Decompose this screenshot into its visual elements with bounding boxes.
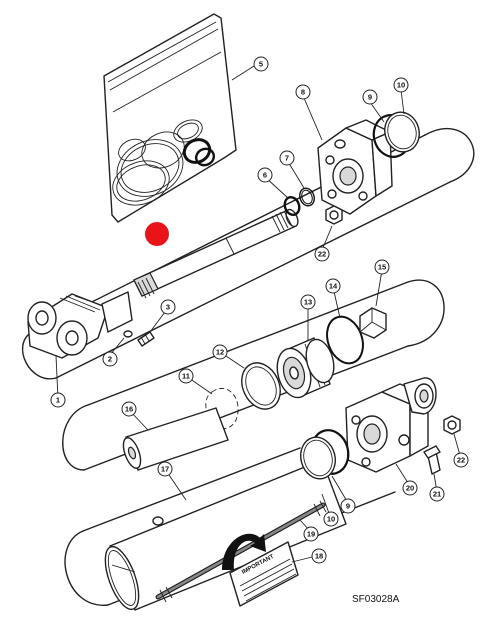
callout-label-21: 21 [433,490,441,499]
callout-label-16: 16 [125,405,133,414]
callout-label-9-lower: 9 [346,502,350,511]
callout-label-14: 14 [329,282,338,291]
callout-label-10-lower: 10 [327,515,335,524]
callout-10-upper: 10 [393,77,409,93]
locknut-upper [325,205,343,225]
callout-22-lower: 22 [453,452,469,468]
locknut-lower [443,415,461,435]
cylinder-barrel [104,459,347,611]
bolt [423,445,441,475]
set-screw [137,331,155,347]
callout-1: 1 [50,392,66,408]
callout-9-lower: 9 [340,498,356,514]
seal-kit-bag [103,13,237,223]
callout-label-11: 11 [182,372,190,381]
callout-13: 13 [300,294,316,310]
rod-wiper-seal [283,196,301,216]
callout-12: 12 [212,344,228,360]
callout-label-20: 20 [406,484,414,493]
callout-label-5: 5 [259,60,263,69]
callout-3: 3 [160,299,176,315]
callout-label-8: 8 [301,88,305,97]
rod-clevis [27,291,133,359]
callout-19: 19 [303,526,319,542]
callout-label-9-upper: 9 [368,93,372,102]
rod-seal [299,187,315,207]
callout-22-upper: 22 [314,246,330,262]
callout-label-18: 18 [315,552,323,561]
callout-5: 5 [253,56,269,72]
callout-7: 7 [279,150,295,166]
callout-label-7: 7 [285,154,289,163]
callout-10-lower: 10 [323,511,339,527]
piston-nut [359,307,387,339]
callout-label-1: 1 [56,396,60,405]
figure-code: SF03028A [352,594,400,605]
back-up-ring-upper [384,111,420,153]
callout-label-12: 12 [216,348,224,357]
rotation-arrow [222,533,266,570]
callout-21: 21 [429,486,445,502]
piston-rod [133,208,299,299]
rod-end-cap [317,119,393,215]
callout-17: 17 [157,461,173,477]
callout-9-upper: 9 [362,89,378,105]
callout-8: 8 [295,84,311,100]
callout-label-13: 13 [304,298,312,307]
callout-label-6: 6 [263,171,267,180]
callout-14: 14 [325,278,341,294]
callout-label-10-upper: 10 [397,81,405,90]
piston-ring [326,315,364,365]
callout-6: 6 [257,167,273,183]
callout-label-22-upper: 22 [318,250,326,259]
callout-20: 20 [402,480,418,496]
piston [276,337,335,399]
callout-label-3: 3 [166,303,170,312]
base-end-cap [345,377,437,473]
callout-15: 15 [374,259,390,275]
callout-label-22-lower: 22 [457,456,465,465]
callout-2: 2 [102,351,118,367]
highlight-marker [145,222,169,246]
callout-11: 11 [178,368,194,384]
callout-18: 18 [311,548,327,564]
callout-label-2: 2 [108,355,112,364]
stop-tube [122,407,229,471]
piston-seal [241,362,281,410]
callout-label-19: 19 [307,530,315,539]
callout-label-15: 15 [378,263,386,272]
tie-rod [155,500,327,603]
callout-16: 16 [121,401,137,417]
wear-ring [205,387,239,429]
lock-washer [123,330,133,338]
back-up-ring-lower [300,436,336,480]
callout-label-17: 17 [161,465,169,474]
